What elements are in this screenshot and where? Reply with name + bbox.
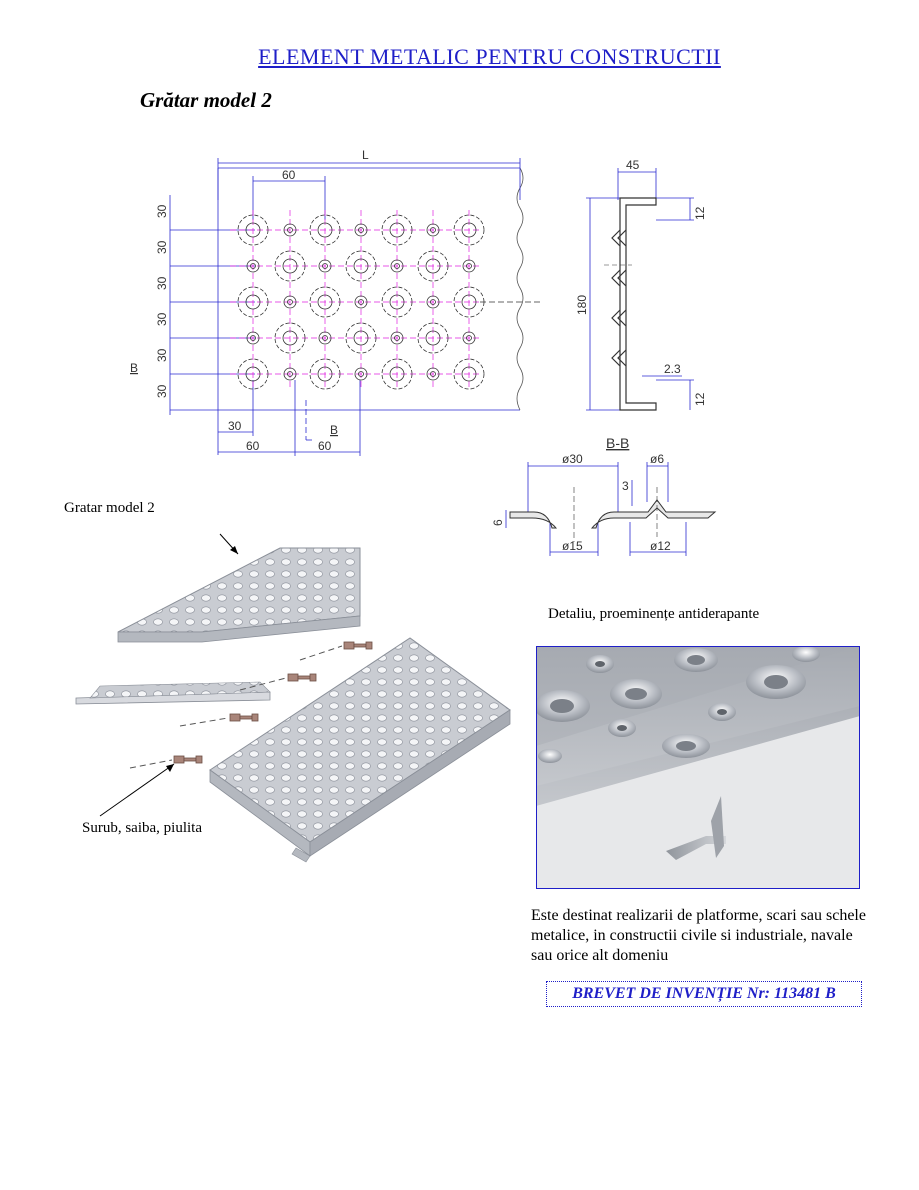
dim-bottom-1: 30 — [228, 419, 242, 433]
fastener-label: Surub, saiba, piulita — [82, 820, 202, 836]
section-mark-bottom: B — [330, 423, 338, 437]
dim-row-6: 30 — [155, 384, 169, 398]
profile-flange-top: 12 — [693, 206, 707, 220]
profile-thickness: 2.3 — [664, 362, 681, 376]
detail-image — [536, 646, 860, 889]
part-label: Gratar model 2 — [64, 500, 155, 516]
section-name: B-B — [606, 435, 629, 451]
dim-row-1: 30 — [155, 204, 169, 218]
profile-flange-bottom: 12 — [693, 392, 707, 406]
profile-drawing: 45 180 12 12 2.3 — [575, 160, 707, 411]
page-title: ELEMENT METALIC PENTRU CONSTRUCTII — [258, 44, 721, 69]
detail-caption: Detaliu, proeminențe antiderapante — [548, 606, 760, 622]
plan-view-drawing: L 60 30 30 30 30 30 30 B B 30 60 60 — [130, 148, 540, 456]
dim-row-4: 30 — [155, 312, 169, 326]
section-depth: 6 — [491, 519, 505, 526]
patent-box: BREVET DE INVENȚIE Nr: 113481 B — [546, 981, 862, 1007]
profile-width: 45 — [626, 160, 640, 172]
dim-pitch-top: 60 — [282, 168, 296, 182]
dim-row-5: 30 — [155, 348, 169, 362]
description-text: Este destinat realizarii de platforme, s… — [531, 907, 866, 964]
profile-height: 180 — [575, 295, 589, 315]
section-small-base: ø12 — [650, 539, 671, 553]
section-large-hole: ø15 — [562, 539, 583, 553]
dim-row-2: 30 — [155, 240, 169, 254]
exploded-view-illustration — [75, 533, 511, 863]
section-drawing: B-B ø30 ø15 ø6 ø12 3 6 — [491, 435, 717, 556]
page-subtitle: Grătar model 2 — [140, 88, 272, 112]
dim-bottom-3: 60 — [318, 439, 332, 453]
section-small-height: 3 — [622, 479, 629, 493]
section-small-diameter: ø6 — [650, 452, 664, 466]
section-large-diameter: ø30 — [562, 452, 583, 466]
dim-bottom-2: 60 — [246, 439, 260, 453]
dim-length-label: L — [362, 148, 369, 162]
dim-row-3: 30 — [155, 276, 169, 290]
section-mark-left: B — [130, 361, 138, 375]
